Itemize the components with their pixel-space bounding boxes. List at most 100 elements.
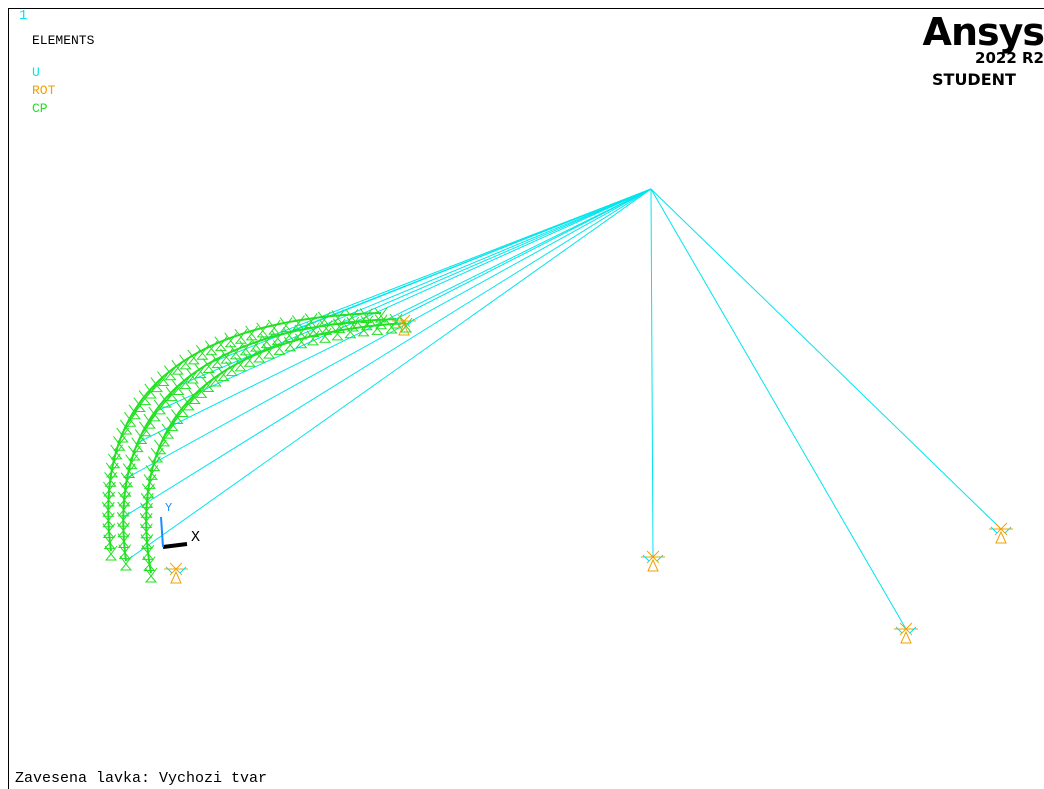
support-ray <box>169 568 177 576</box>
constraint-symbol <box>104 545 118 561</box>
constraint-symbol <box>118 491 131 507</box>
constraint-symbol <box>211 353 224 369</box>
constraint-symbol <box>119 555 133 571</box>
constraint-symbol <box>142 483 155 499</box>
constraint-symbol <box>165 386 179 402</box>
constraint-symbol <box>252 347 266 363</box>
support-ray <box>397 314 405 322</box>
support-ray <box>652 556 660 564</box>
constraint-symbol <box>103 534 117 550</box>
support-cable-stub <box>895 626 917 634</box>
constraint-symbol <box>153 439 167 455</box>
student-label: STUDENT <box>932 70 1016 89</box>
constraint-symbol <box>171 359 185 375</box>
constraint-symbol <box>224 332 238 348</box>
support-ray <box>994 522 1002 530</box>
constraint-symbol <box>119 481 133 497</box>
constraint-symbol <box>194 383 208 398</box>
support-ray <box>403 320 411 328</box>
constraint-symbol <box>225 361 239 377</box>
support-triangle <box>647 558 659 572</box>
deck-girder <box>107 312 382 552</box>
support-ray <box>899 628 907 636</box>
constraint-symbol <box>179 354 193 370</box>
constraint-symbol <box>205 340 218 356</box>
support-ray <box>905 628 913 636</box>
constraint-symbol <box>179 374 192 390</box>
constraint-symbol <box>201 377 215 393</box>
constraint-symbol <box>317 311 331 327</box>
constraint-symbol <box>164 365 177 381</box>
constraint-symbol <box>279 317 293 333</box>
constraint-symbol <box>102 523 116 539</box>
support-ray <box>169 562 177 570</box>
constraint-symbol <box>283 336 297 352</box>
constraint-symbol <box>128 404 142 420</box>
constraint-symbol <box>243 352 257 367</box>
constraint-symbol <box>103 481 116 497</box>
constraint-symbol <box>139 523 153 539</box>
constraint-symbol <box>166 416 179 432</box>
constraint-symbol <box>385 318 398 334</box>
constraint-symbol <box>140 502 153 518</box>
support-cable-stub <box>642 554 664 562</box>
constraint-symbol <box>304 313 318 328</box>
support-cable-stub <box>393 318 415 326</box>
constraint-symbol <box>101 512 115 528</box>
constraint-symbol <box>118 544 132 560</box>
constraint-symbol <box>234 356 247 372</box>
constraint-symbol <box>331 325 344 341</box>
constraint-symbol <box>271 330 285 345</box>
constraint-symbol <box>142 556 156 572</box>
support-ray <box>397 320 405 328</box>
constraint-symbol <box>209 371 223 387</box>
constraint-symbol <box>345 309 359 324</box>
constraint-symbol <box>262 343 276 359</box>
constraint-symbol <box>116 427 130 443</box>
support-ray <box>175 562 183 570</box>
support-triangle <box>398 322 410 336</box>
constraint-symbol <box>273 340 286 355</box>
constraint-symbol <box>141 545 155 560</box>
cable-line <box>208 188 652 364</box>
constraint-symbol <box>144 567 158 583</box>
support-cable-stub <box>165 566 187 574</box>
constraint-symbol <box>331 310 345 325</box>
constraint-symbol <box>117 533 131 549</box>
support-ray <box>646 550 654 558</box>
support-triangle <box>170 570 182 584</box>
constraint-symbol <box>217 366 230 382</box>
plot-caption: Zavesena lavka: Vychozi tvar <box>15 770 268 787</box>
constraint-symbol <box>139 421 152 437</box>
support-ray <box>652 550 660 558</box>
constraint-symbol <box>102 491 116 507</box>
legend: U ROT CP <box>32 64 55 118</box>
cable-line <box>125 188 652 562</box>
triad-y-axis <box>160 516 164 548</box>
legend-item-cp: CP <box>32 101 48 116</box>
constraint-symbol <box>214 336 228 352</box>
support-ray <box>1000 522 1008 530</box>
triad-y-label: Y <box>165 501 172 515</box>
cable-line <box>137 188 652 444</box>
constraint-symbol <box>357 321 371 337</box>
constraint-symbol <box>124 411 137 427</box>
constraint-symbol <box>370 320 384 335</box>
constraint-symbol <box>292 315 305 330</box>
constraint-symbol <box>119 419 133 435</box>
plot-title: ELEMENTS <box>32 33 95 48</box>
cable-line <box>650 188 907 630</box>
cable-line <box>154 188 652 413</box>
legend-item-rot: ROT <box>32 83 56 98</box>
window-number: 1 <box>19 8 28 24</box>
constraint-symbol <box>374 307 388 323</box>
constraint-symbol <box>117 501 131 517</box>
constraint-symbol <box>267 319 281 335</box>
constraint-symbol <box>143 474 157 489</box>
support-ray <box>646 556 654 564</box>
constraint-symbol <box>140 534 154 549</box>
constraint-symbol <box>128 445 141 461</box>
support-ray <box>994 528 1002 536</box>
support-ray <box>1000 528 1008 536</box>
